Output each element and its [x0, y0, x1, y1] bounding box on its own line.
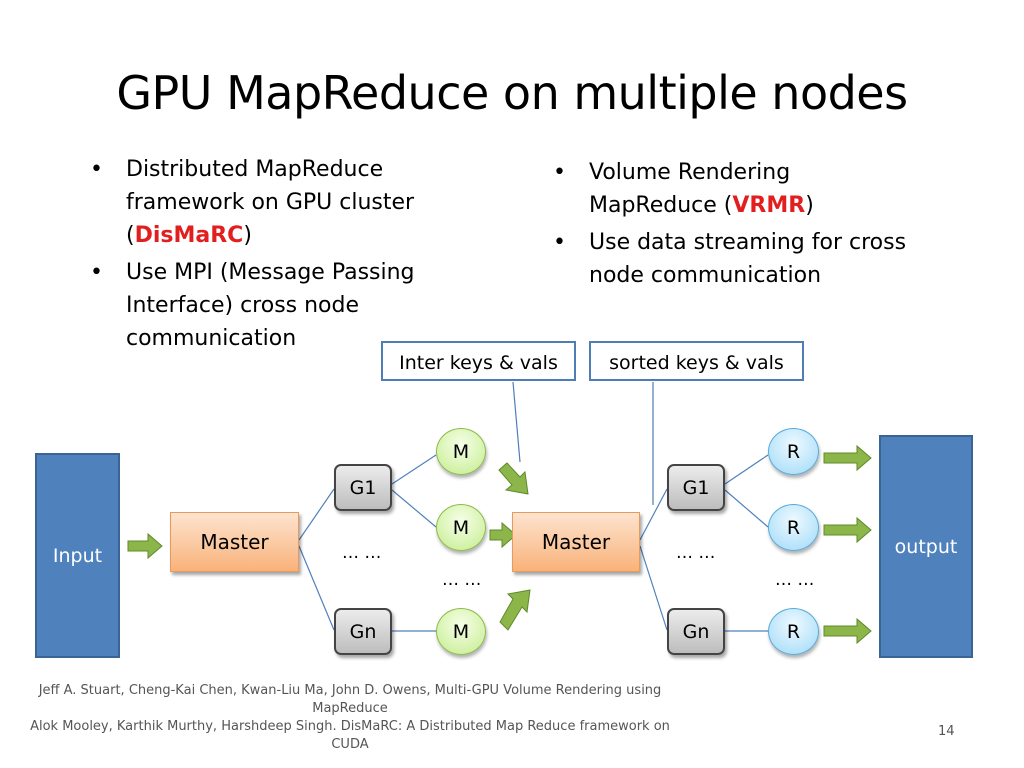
ellipsis-r: … …: [775, 570, 815, 590]
page-number: 14: [938, 724, 955, 739]
slide-title: GPU MapReduce on multiple nodes: [116, 66, 908, 120]
right-bullet-list: Volume Rendering MapReduce (VRMR) Use da…: [553, 156, 913, 296]
connector-g1-r2: [724, 489, 769, 528]
map-node-3: M: [436, 608, 486, 655]
arrow-r3-output: [823, 617, 872, 645]
vrmr-highlight: VRMR: [732, 193, 806, 218]
connector-master-gn: [298, 545, 335, 631]
bullet-streaming: Use data streaming for cross node commun…: [553, 226, 913, 292]
arrow-m2-master: [489, 521, 517, 549]
ellipsis-g-right: … …: [676, 543, 716, 563]
map-node-2: M: [436, 504, 486, 551]
master-box-right: Master: [512, 512, 640, 572]
arrow-r1-output: [823, 444, 872, 472]
connector-master-g1: [298, 488, 335, 541]
callout-sorted-keys: sorted keys & vals: [589, 341, 804, 381]
reduce-node-1: R: [768, 428, 819, 475]
citation-line-1: Jeff A. Stuart, Cheng-Kai Chen, Kwan-Liu…: [38, 683, 662, 716]
connector-g1-r1: [724, 454, 769, 485]
arrow-m1-master: [498, 462, 529, 495]
callout-inter-keys: Inter keys & vals: [381, 341, 576, 381]
output-box: output: [879, 435, 973, 658]
ellipsis-m: … …: [442, 570, 482, 590]
reduce-node-2: R: [768, 504, 819, 551]
connector-g1-m1: [391, 454, 437, 485]
gpu-node-gn-left: Gn: [334, 608, 392, 655]
map-node-1: M: [436, 428, 486, 475]
gpu-node-g1-left: G1: [334, 464, 392, 511]
arrow-input-master: [127, 532, 163, 560]
gpu-node-g1-right: G1: [667, 464, 725, 511]
connector-g1-m2: [391, 489, 437, 528]
connector-master2-gn: [639, 545, 668, 631]
connector-master2-g1: [639, 488, 668, 541]
dismarc-highlight: DisMaRC: [134, 223, 244, 248]
master-box-left: Master: [170, 512, 299, 572]
citation-line-2: Alok Mooley, Karthik Murthy, Harshdeep S…: [30, 719, 670, 752]
gpu-node-gn-right: Gn: [667, 608, 725, 655]
citation: Jeff A. Stuart, Cheng-Kai Chen, Kwan-Liu…: [30, 682, 670, 754]
ellipsis-g-left: … …: [342, 543, 382, 563]
input-box: Input: [35, 453, 120, 658]
bullet-mpi: Use MPI (Message Passing Interface) cros…: [90, 256, 450, 355]
arrow-m3-master: [499, 589, 531, 631]
left-bullet-list: Distributed MapReduce framework on GPU c…: [90, 153, 450, 359]
reduce-node-3: R: [768, 608, 819, 655]
bullet-dismarc: Distributed MapReduce framework on GPU c…: [90, 153, 450, 252]
callout-pointer-inter: [512, 381, 521, 463]
bullet-vrmr: Volume Rendering MapReduce (VRMR): [553, 156, 913, 222]
arrow-r2-output: [823, 516, 872, 544]
